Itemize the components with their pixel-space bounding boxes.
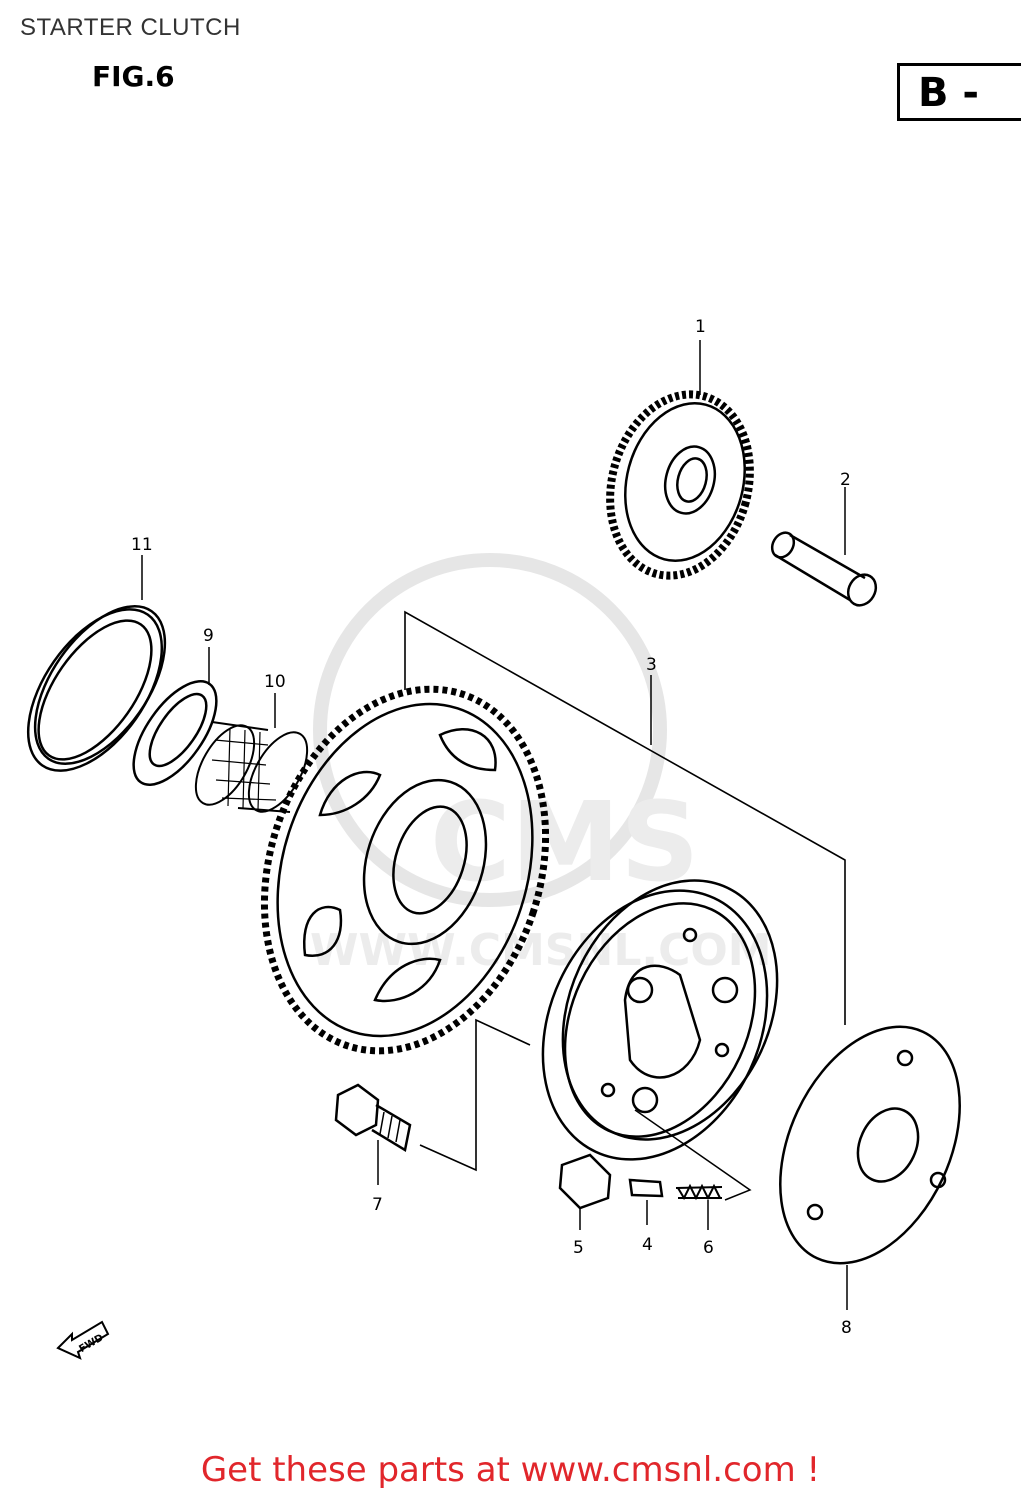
footer-link-text[interactable]: Get these parts at www.cmsnl.com ! [200,1450,821,1490]
part-6-spring [675,1183,723,1201]
part-7-bolt [334,1083,412,1152]
part-9-washer [132,680,218,786]
ref-11: 11 [131,535,153,555]
page-title: STARTER CLUTCH [20,14,241,41]
ref-8: 8 [841,1318,852,1338]
ref-2: 2 [840,470,851,490]
part-2-pin [770,531,878,607]
part-8-plate [779,1025,961,1265]
watermark: CMS WWW.CMSNL.COM [310,553,772,976]
watermark-url: WWW.CMSNL.COM [310,925,772,976]
ref-10: 10 [264,672,286,692]
fwd-arrow-icon: FWD [56,1320,110,1360]
part-lines [141,340,848,1310]
part-3-driven-gear [260,685,550,1055]
figure-number: FIG.6 [92,60,175,93]
ref-4: 4 [642,1235,653,1255]
ref-5: 5 [573,1238,584,1258]
ref-1: 1 [695,317,706,337]
section-box: B - [897,63,1021,121]
part-10-needle-bearing [194,721,309,813]
ref-3: 3 [646,655,657,675]
assembly-bracket [404,610,846,1172]
part-5-roller [558,1153,612,1210]
part-11-seal [26,605,167,772]
part-3-clutch-body [541,879,779,1161]
ref-7: 7 [372,1195,383,1215]
part-1-gear [606,390,754,580]
reference-numbers: 1 2 3 4 5 6 7 8 9 10 11 [131,317,852,1338]
ref-9: 9 [203,626,214,646]
ref-6: 6 [703,1238,714,1258]
section-label: B - [918,70,980,116]
part-4-cap [628,1178,664,1198]
